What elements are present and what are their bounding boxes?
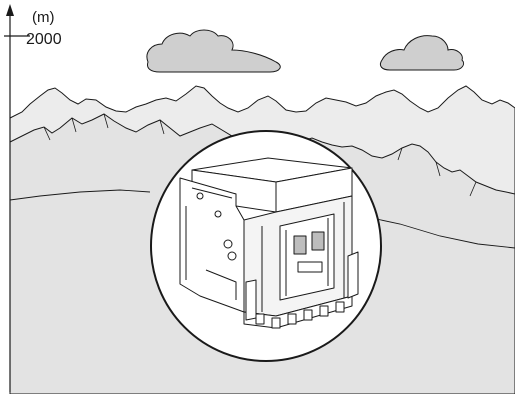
axis-arrow-icon xyxy=(6,4,14,16)
breaker-right-bracket xyxy=(348,252,358,298)
breaker-window-left xyxy=(294,236,306,254)
axis-value-label: 2000 xyxy=(26,31,62,48)
breaker-push-button xyxy=(298,262,322,272)
breaker-window-right xyxy=(312,232,324,250)
breaker-inset xyxy=(151,131,381,361)
breaker-left-bracket xyxy=(246,280,256,320)
clouds xyxy=(147,30,464,72)
cloud-left xyxy=(147,30,280,72)
cloud-right xyxy=(380,36,463,70)
breaker-control-panel xyxy=(280,214,334,300)
axis-unit-label: (m) xyxy=(32,9,55,26)
